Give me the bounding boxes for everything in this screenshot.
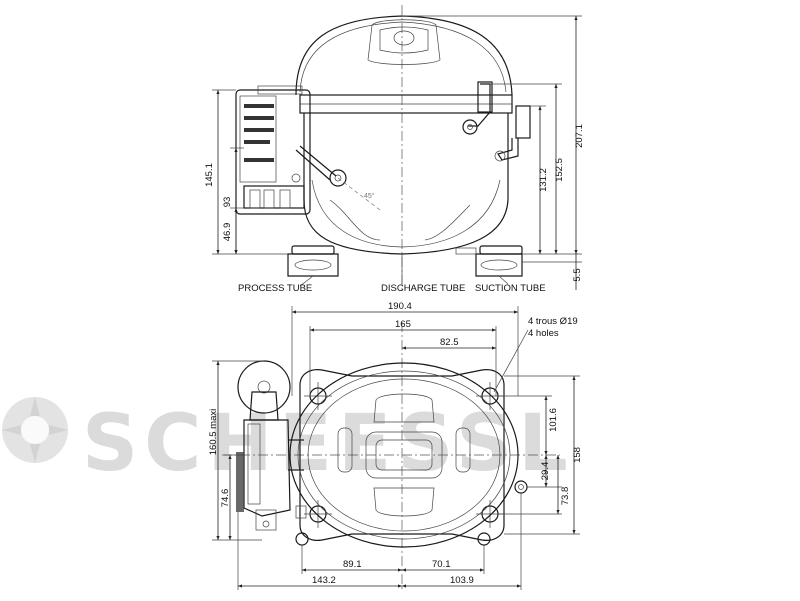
process-tube-label: PROCESS TUBE (238, 283, 312, 294)
top-terminal-box (236, 360, 307, 531)
discharge-tube-label: DISCHARGE TUBE (381, 283, 465, 294)
dim-143-2: 143.2 (312, 575, 336, 586)
holes-label-en: 4 holes (528, 328, 559, 339)
dim-165: 165 (395, 319, 411, 330)
holes-label-fr: 4 trous Ø19 (528, 316, 578, 327)
compressor-lower-body (303, 113, 509, 255)
side-right-dims: 207.1 152.5 131.2 5.5 (402, 15, 585, 290)
compressor-dome (295, 15, 513, 96)
watermark-text: SCHEESSL (82, 399, 574, 489)
shell-outline (289, 362, 519, 548)
dim-74-6: 74.6 (220, 489, 231, 508)
dim-131-2: 131.2 (538, 168, 549, 192)
dim-207-1: 207.1 (574, 124, 585, 148)
process-tube-end (295, 532, 309, 546)
dim-89-1: 89.1 (343, 559, 362, 570)
top-view: 190.4 165 82.5 4 trous Ø19 4 holes 158 1… (208, 301, 583, 592)
top-horizontal-dims-upper: 190.4 165 82.5 4 trous Ø19 4 holes (291, 301, 578, 396)
side-left-dims: 145.1 93 46.9 (204, 89, 288, 255)
dim-29-4: 29.4 (540, 462, 551, 481)
angle-label: 45° (364, 192, 375, 200)
base-plate (299, 369, 505, 541)
left-foot (291, 245, 335, 255)
dim-82-5: 82.5 (440, 337, 459, 348)
dim-46-9: 46.9 (222, 223, 233, 242)
dim-5-5: 5.5 (572, 268, 583, 281)
watermark: SCHEESSL (2, 397, 574, 489)
dim-103-9: 103.9 (450, 575, 474, 586)
dim-93: 93 (222, 197, 233, 208)
dim-152-5: 152.5 (554, 158, 565, 182)
dim-73-8: 73.8 (560, 487, 571, 506)
suction-fitting (515, 105, 531, 139)
right-foot (479, 245, 523, 255)
top-horizontal-dims-lower: 89.1 70.1 143.2 103.9 (237, 493, 522, 590)
dim-145-1: 145.1 (204, 163, 215, 187)
top-left-dims: 160.5 maxi 74.6 (208, 360, 264, 541)
top-right-dims: 158 101.6 29.4 73.8 (498, 375, 583, 535)
dim-190-4: 190.4 (388, 301, 412, 312)
dim-158: 158 (572, 447, 583, 463)
dim-160-5-maxi: 160.5 maxi (208, 409, 219, 455)
suction-tube-label: SUCTION TUBE (475, 283, 546, 294)
side-view: 45° 145.1 93 46.9 (204, 5, 585, 294)
dim-101-6: 101.6 (548, 408, 559, 432)
process-tube-port (329, 169, 347, 187)
dim-70-1: 70.1 (432, 559, 451, 570)
